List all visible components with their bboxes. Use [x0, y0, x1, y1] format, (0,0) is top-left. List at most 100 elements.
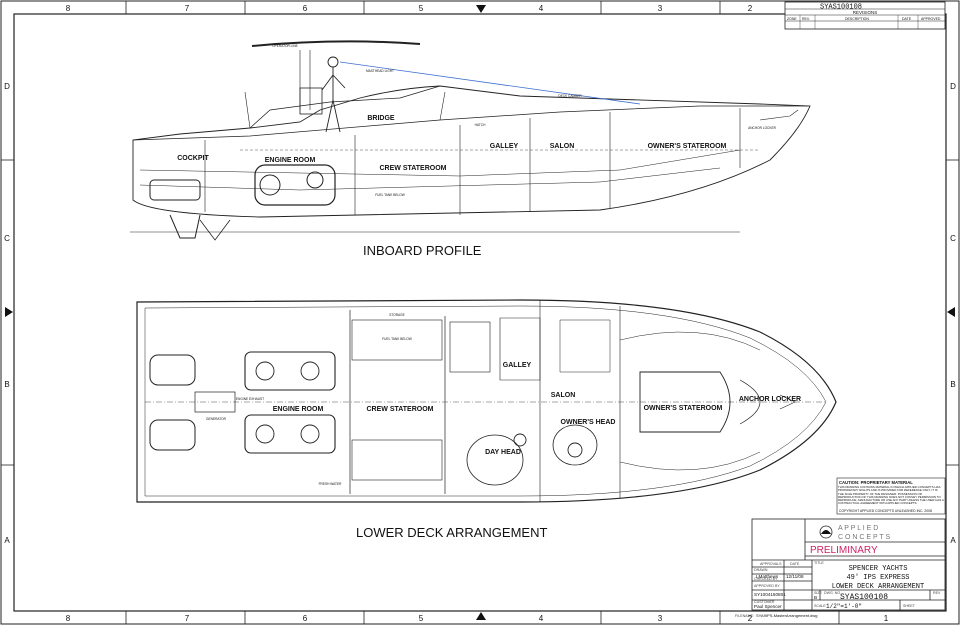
- row-label-c-right: C: [950, 234, 956, 243]
- col-label-1-bottom: 1: [884, 614, 889, 623]
- tb-filename-label: FILENAME:: [735, 614, 754, 618]
- profile-title: INBOARD PROFILE: [363, 243, 482, 258]
- plan-room-day-head: DAY HEAD: [485, 449, 521, 456]
- tb-size-label: SIZE: [814, 591, 823, 595]
- revision-col-zone: ZONE: [787, 17, 797, 21]
- tb-title-line-1: SPENCER YACHTS: [849, 565, 908, 573]
- tb-date-label: DATE: [790, 562, 800, 566]
- row-label-d-left: D: [4, 82, 10, 91]
- tb-filename: SYA9IPS-MasterArrangement.dwg: [756, 613, 818, 618]
- status-stamp: PRELIMINARY: [810, 545, 878, 556]
- plan-note-tank: FUEL TANK BELOW: [382, 337, 412, 341]
- revision-block: [784, 1, 946, 30]
- col-label-3-bottom: 3: [658, 614, 663, 623]
- col-label-4-top: 4: [539, 4, 544, 13]
- profile-room-anchor: ANCHOR LOCKER: [748, 126, 777, 130]
- tb-customer-label: CUSTOMER: [754, 600, 775, 604]
- col-label-7-bottom: 7: [185, 614, 190, 623]
- inner-border: [13, 13, 947, 612]
- col-label-8-top: 8: [66, 4, 71, 13]
- profile-note-operator: OPERATOR LINE: [272, 44, 298, 48]
- col-label-3-top: 3: [658, 4, 663, 13]
- plan-note-storage: STORAGE: [389, 313, 405, 317]
- revision-col-desc: DESCRIPTION: [845, 17, 869, 21]
- tb-dwg-label: DWG. NO.: [824, 591, 841, 595]
- profile-room-galley: GALLEY: [490, 143, 519, 150]
- caution-box: [836, 477, 946, 515]
- plan-note-water: FRESH WATER: [319, 482, 343, 486]
- tb-dwg-no: SYAS100108: [840, 593, 888, 602]
- profile-room-crew: CREW STATEROOM: [379, 165, 446, 172]
- tb-rev-label: REV: [933, 591, 941, 595]
- tb-title-line-3: LOWER DECK ARRANGEMENT: [832, 583, 924, 591]
- profile-room-owners: OWNER'S STATEROOM: [648, 143, 727, 150]
- revision-heading: REVISIONS: [853, 10, 878, 15]
- caution-copyright: COPYRIGHT APPLIED CONCEPTS UNLEASHED INC…: [839, 509, 932, 513]
- plan-room-galley: GALLEY: [503, 362, 532, 369]
- row-label-b-left: B: [4, 380, 9, 389]
- tb-scale: 1/2"=1'-0": [826, 603, 862, 610]
- profile-room-engine: ENGINE ROOM: [265, 157, 316, 164]
- tb-approvals-label: APPROVALS: [760, 562, 782, 566]
- title-block: [751, 518, 946, 611]
- row-label-d-right: D: [950, 82, 956, 91]
- revision-col-date: DATE: [902, 17, 912, 21]
- plan-note-exhaust: ENGINE EXHAUST: [236, 397, 264, 401]
- company-line1: A P P L I E D: [838, 525, 878, 532]
- profile-room-bridge: BRIDGE: [367, 115, 395, 122]
- profile-note-deck: DECK CAMBER: [558, 94, 582, 98]
- plan-room-owners-head: OWNER'S HEAD: [561, 419, 616, 426]
- col-label-4-bottom: 4: [539, 614, 544, 623]
- revision-dwg-no: SYAS100108: [820, 4, 862, 12]
- centering-arrows: [5, 5, 955, 620]
- tb-drawn-by: LMatthews: [756, 574, 779, 579]
- profile-note-fuel: FUEL TANK BELOW: [375, 193, 405, 197]
- caution-title: CAUTION: PROPRIETARY MATERIAL: [839, 480, 913, 485]
- tb-title-label: TITLE: [814, 561, 824, 565]
- plan-title: LOWER DECK ARRANGEMENT: [356, 525, 547, 540]
- profile-room-cockpit: COCKPIT: [177, 155, 209, 162]
- revision-col-rev: REV.: [802, 17, 810, 21]
- revision-col-approved: APPROVED: [921, 17, 941, 21]
- plan-note-generator: GENERATOR: [206, 417, 227, 421]
- row-label-b-right: B: [950, 380, 955, 389]
- col-label-8-bottom: 8: [66, 614, 71, 623]
- plan-room-crew: CREW STATEROOM: [366, 406, 433, 413]
- company-logo: [819, 525, 833, 539]
- profile-note-masthead: MASTHEAD LIGHT: [366, 69, 394, 73]
- tb-checked-label: CHECKED BY: [754, 577, 778, 581]
- col-label-5-top: 5: [419, 4, 424, 13]
- tb-title-line-2: 49' IPS EXPRESS: [846, 574, 909, 582]
- tb-drawn-date: 12/11/08: [786, 574, 804, 579]
- col-label-6-top: 6: [303, 4, 308, 13]
- tb-sheet-label: SHEET: [903, 604, 916, 608]
- caution-body: THIS DRAWING CONTAINS MATERIAL IN WHICH …: [838, 486, 944, 506]
- col-label-5-bottom: 5: [419, 614, 424, 623]
- tb-customer: Paul Spencer: [754, 604, 782, 609]
- lower-deck-plan: [136, 299, 837, 503]
- row-label-a-left: A: [4, 536, 10, 545]
- tb-scale-label: SCALE: [814, 604, 826, 608]
- tb-approved-label: APPROVED BY: [754, 584, 780, 588]
- col-label-2-bottom: 2: [748, 614, 753, 623]
- profile-note-hatch: HATCH: [475, 123, 486, 127]
- profile-room-salon: SALON: [550, 143, 575, 150]
- company-line2: C O N C E P T S: [838, 534, 890, 541]
- tb-size: B: [814, 595, 817, 600]
- inboard-profile: [130, 40, 811, 241]
- tb-drawn-label: DRAWN: [754, 568, 768, 572]
- plan-room-engine: ENGINE ROOM: [273, 406, 324, 413]
- row-label-c-left: C: [4, 234, 10, 243]
- tb-contract: SY1004160801: [754, 592, 786, 597]
- sight-line: [339, 61, 641, 105]
- col-label-2-top: 2: [748, 4, 753, 13]
- col-label-7-top: 7: [185, 4, 190, 13]
- row-label-a-right: A: [950, 536, 956, 545]
- col-label-6-bottom: 6: [303, 614, 308, 623]
- plan-room-salon: SALON: [551, 392, 576, 399]
- plan-room-anchor: ANCHOR LOCKER: [739, 396, 801, 403]
- plan-room-owners: OWNER'S STATEROOM: [644, 405, 723, 412]
